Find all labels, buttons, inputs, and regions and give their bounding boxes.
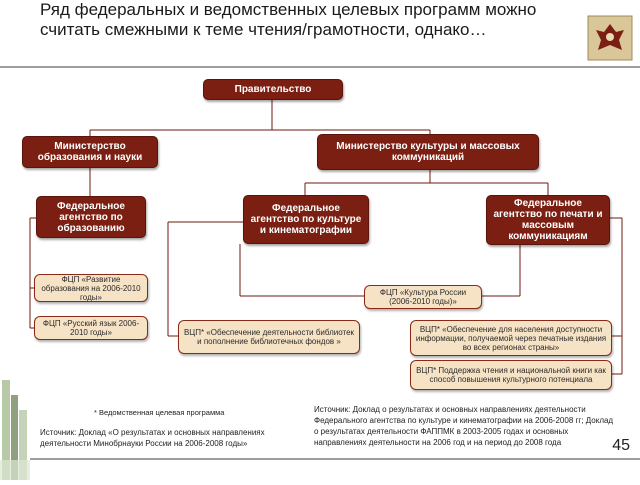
footnote: * Ведомственная целевая программа [94, 408, 225, 417]
agency-culture-box: Федеральное агентство по культуре и кине… [243, 195, 369, 244]
ministry-education-label: Министерство образования и науки [37, 141, 143, 163]
agency-press-box: Федеральное агентство по печати и массов… [486, 195, 610, 245]
page-number: 45 [612, 437, 630, 454]
agency-education-label: Федеральное агентство по образованию [57, 200, 125, 234]
agency-culture-label: Федеральное агентство по культуре и кине… [250, 203, 362, 236]
fcp-russian-label: ФЦП «Русский язык 2006-2010 годы» [42, 319, 140, 337]
source-right: Источник: Доклад о результатах и основны… [314, 405, 614, 447]
fcp-russian-box: ФЦП «Русский язык 2006-2010 годы» [34, 316, 148, 340]
fcp-education-label: ФЦП «Развитие образования на 2006-2010 г… [41, 274, 141, 302]
vcp-libraries-box: ВЦП* «Обеспечение деятельности библиотек… [178, 320, 360, 354]
government-label: Правительство [234, 84, 312, 95]
page-title: Ряд федеральных и ведомственных целевых … [40, 0, 537, 39]
agency-press-label: Федеральное агентство по печати и массов… [493, 198, 603, 242]
vcp-reading-box: ВЦП* Поддержка чтения и национальной кни… [410, 360, 612, 390]
fcp-culture-box: ФЦП «Культура России (2006-2010 годы)» [364, 285, 482, 309]
government-box: Правительство [203, 79, 343, 100]
vcp-reading-label: ВЦП* Поддержка чтения и национальной кни… [416, 366, 606, 384]
agency-education-box: Федеральное агентство по образованию [36, 196, 146, 238]
vcp-libraries-label: ВЦП* «Обеспечение деятельности библиотек… [183, 328, 355, 346]
ministry-culture-label: Министерство культуры и массовых коммуни… [336, 141, 520, 163]
ministry-culture-box: Министерство культуры и массовых коммуни… [317, 134, 539, 170]
eagle-emblem-icon [586, 14, 634, 62]
books-icon [0, 340, 30, 480]
vcp-access-box: ВЦП* «Обеспечение для населения доступно… [410, 320, 612, 356]
ministry-education-box: Министерство образования и науки [22, 136, 158, 168]
footer-divider [30, 458, 640, 460]
source-left: Источник: Доклад «О результатах и основн… [40, 428, 265, 448]
vcp-access-label: ВЦП* «Обеспечение для населения доступно… [415, 324, 607, 352]
fcp-culture-label: ФЦП «Культура России (2006-2010 годы)» [379, 288, 467, 306]
header-divider [0, 66, 640, 68]
fcp-education-box: ФЦП «Развитие образования на 2006-2010 г… [34, 274, 148, 302]
